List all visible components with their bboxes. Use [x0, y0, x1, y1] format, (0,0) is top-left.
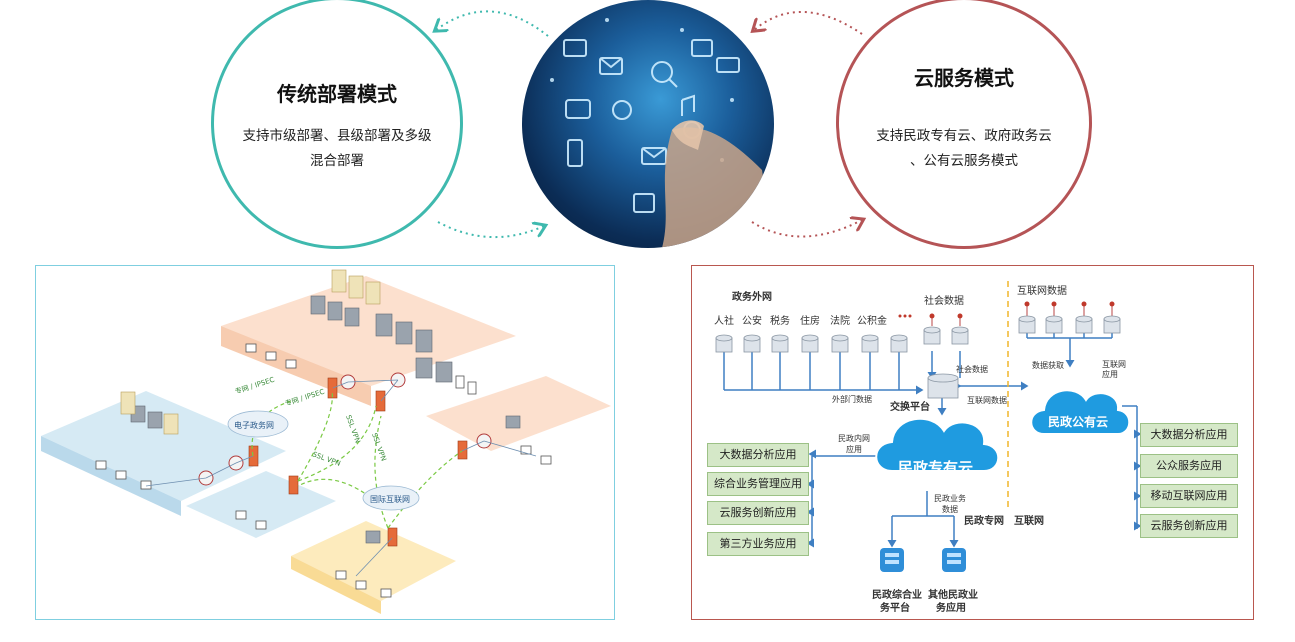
intranet-app-label-2: 应用 — [846, 445, 862, 454]
city-public-platform — [186, 471, 336, 538]
city-business-platform — [41, 391, 286, 501]
provincial-platform — [221, 276, 516, 386]
exchange-platform-db — [927, 373, 959, 399]
vpn-label-2: 专网 / IPSEC — [284, 387, 326, 408]
traditional-desc: 支持市级部署、县级部署及多级 混合部署 — [232, 124, 442, 174]
internet-cloud — [362, 485, 420, 511]
app-third-party: 第三方业务应用 — [707, 532, 809, 556]
db-social-2 — [951, 326, 969, 345]
db-internet-4 — [1103, 315, 1121, 334]
architecture-lines — [715, 281, 1142, 572]
db-shuiwu — [771, 334, 789, 353]
db-internet-1 — [1018, 315, 1036, 334]
cloud-service-circle: 云服务模式 支持民政专有云、政府政务云 、公有云服务模式 — [836, 0, 1092, 249]
internet-label: 互联网 — [1014, 516, 1044, 527]
db-internet-3 — [1075, 315, 1093, 334]
biz-data-label-2: 数据 — [942, 505, 958, 514]
traditional-desc-line2: 混合部署 — [310, 153, 364, 169]
gov-net-label: 政务外网 — [732, 292, 772, 303]
app-bigdata-right: 大数据分析应用 — [1140, 423, 1238, 447]
ssl-label-3: SSL VPN — [311, 450, 341, 468]
app-cloud-innovation-right: 云服务创新应用 — [1140, 514, 1238, 538]
network-topology: 电子政务网 国际互联网 专网 / IPSEC 专网 / IPSEC SSL VP… — [41, 269, 611, 614]
private-cloud — [875, 417, 1000, 472]
traditional-title: 传统部署模式 — [277, 82, 397, 106]
private-cloud-label: 民政专有云 — [898, 459, 974, 477]
agency-label-3: 税务 — [770, 316, 790, 327]
internet-data-small-label: 互联网数据 — [967, 396, 1007, 405]
platform2-label-1: 其他民政业 — [928, 590, 978, 601]
agency-label-1: 人社 — [714, 316, 734, 327]
app-public-service: 公众服务应用 — [1140, 454, 1238, 478]
egov-label: 电子政务网 — [234, 420, 274, 430]
touch-tech-image — [522, 0, 774, 248]
app-mobile-internet: 移动互联网应用 — [1140, 484, 1238, 508]
tech-icons-illustration — [550, 18, 774, 248]
egov-network-cloud — [227, 410, 289, 438]
db-gongjijin — [861, 334, 879, 353]
ssl-label-1: SSL VPN — [344, 414, 362, 444]
biz-data-label-1: 民政业务 — [934, 494, 966, 503]
db-zhufang — [801, 334, 819, 353]
cloud-desc-line1: 支持民政专有云、政府政务云 — [876, 128, 1052, 144]
cloud-architecture-diagram: 政务外网 人社 公安 税务 住房 法院 公积金 社会数据 互联网数据 数据获取 … — [691, 265, 1254, 620]
exchange-platform-label: 交换平台 — [890, 402, 930, 413]
vpn-label-1: 专网 / IPSEC — [234, 375, 276, 396]
agency-label-5: 法院 — [830, 316, 850, 327]
data-fetch-label: 数据获取 — [1032, 361, 1064, 370]
agency-label-6: 公积金 — [857, 316, 887, 327]
traditional-network-diagram: 电子政务网 国际互联网 专网 / IPSEC 专网 / IPSEC SSL VP… — [35, 265, 615, 620]
internet-data-label: 互联网数据 — [1017, 286, 1067, 297]
social-data-small-label: 社会数据 — [956, 365, 988, 374]
intranet-app-label-1: 民政内网 — [838, 434, 870, 443]
db-renshe — [715, 334, 733, 353]
provincial-public-platform — [426, 376, 611, 451]
app-cloud-innovation-left: 云服务创新应用 — [707, 501, 809, 525]
db-fayuan — [831, 334, 849, 353]
agency-label-2: 公安 — [742, 316, 762, 327]
cloud-desc: 支持民政专有云、政府政务云 、公有云服务模式 — [857, 124, 1071, 174]
county-business-platform — [291, 521, 456, 601]
external-data-label: 外部门数据 — [832, 395, 872, 404]
private-net-label: 民政专网 — [964, 516, 1004, 527]
public-cloud — [1030, 389, 1131, 435]
app-integrated-mgmt: 综合业务管理应用 — [707, 472, 809, 496]
platform-server-1 — [880, 548, 904, 572]
platform2-label-2: 务应用 — [936, 603, 966, 614]
public-cloud-label: 民政公有云 — [1048, 415, 1109, 429]
db-other — [890, 334, 908, 353]
app-bigdata-left: 大数据分析应用 — [707, 443, 809, 467]
cloud-desc-line2: 、公有云服务模式 — [910, 153, 1018, 169]
db-social-1 — [923, 326, 941, 345]
internet-label: 国际互联网 — [370, 495, 410, 504]
platform-server-2 — [942, 548, 966, 572]
ssl-label-2: SSL VPN — [370, 432, 388, 462]
flow-arrows — [0, 10, 1295, 239]
traditional-deployment-circle: 传统部署模式 支持市级部署、县级部署及多级 混合部署 — [211, 0, 463, 249]
db-gongan — [743, 334, 761, 353]
internet-app-label: 互联网 应用 — [1102, 360, 1126, 379]
social-data-label: 社会数据 — [924, 296, 964, 307]
traditional-desc-line1: 支持市级部署、县级部署及多级 — [242, 128, 432, 144]
agency-label-4: 住房 — [800, 316, 820, 327]
db-internet-2 — [1045, 315, 1063, 334]
platform1-label-1: 民政综合业 — [872, 590, 922, 601]
cloud-title: 云服务模式 — [914, 66, 1014, 90]
platform1-label-2: 务平台 — [880, 603, 910, 614]
